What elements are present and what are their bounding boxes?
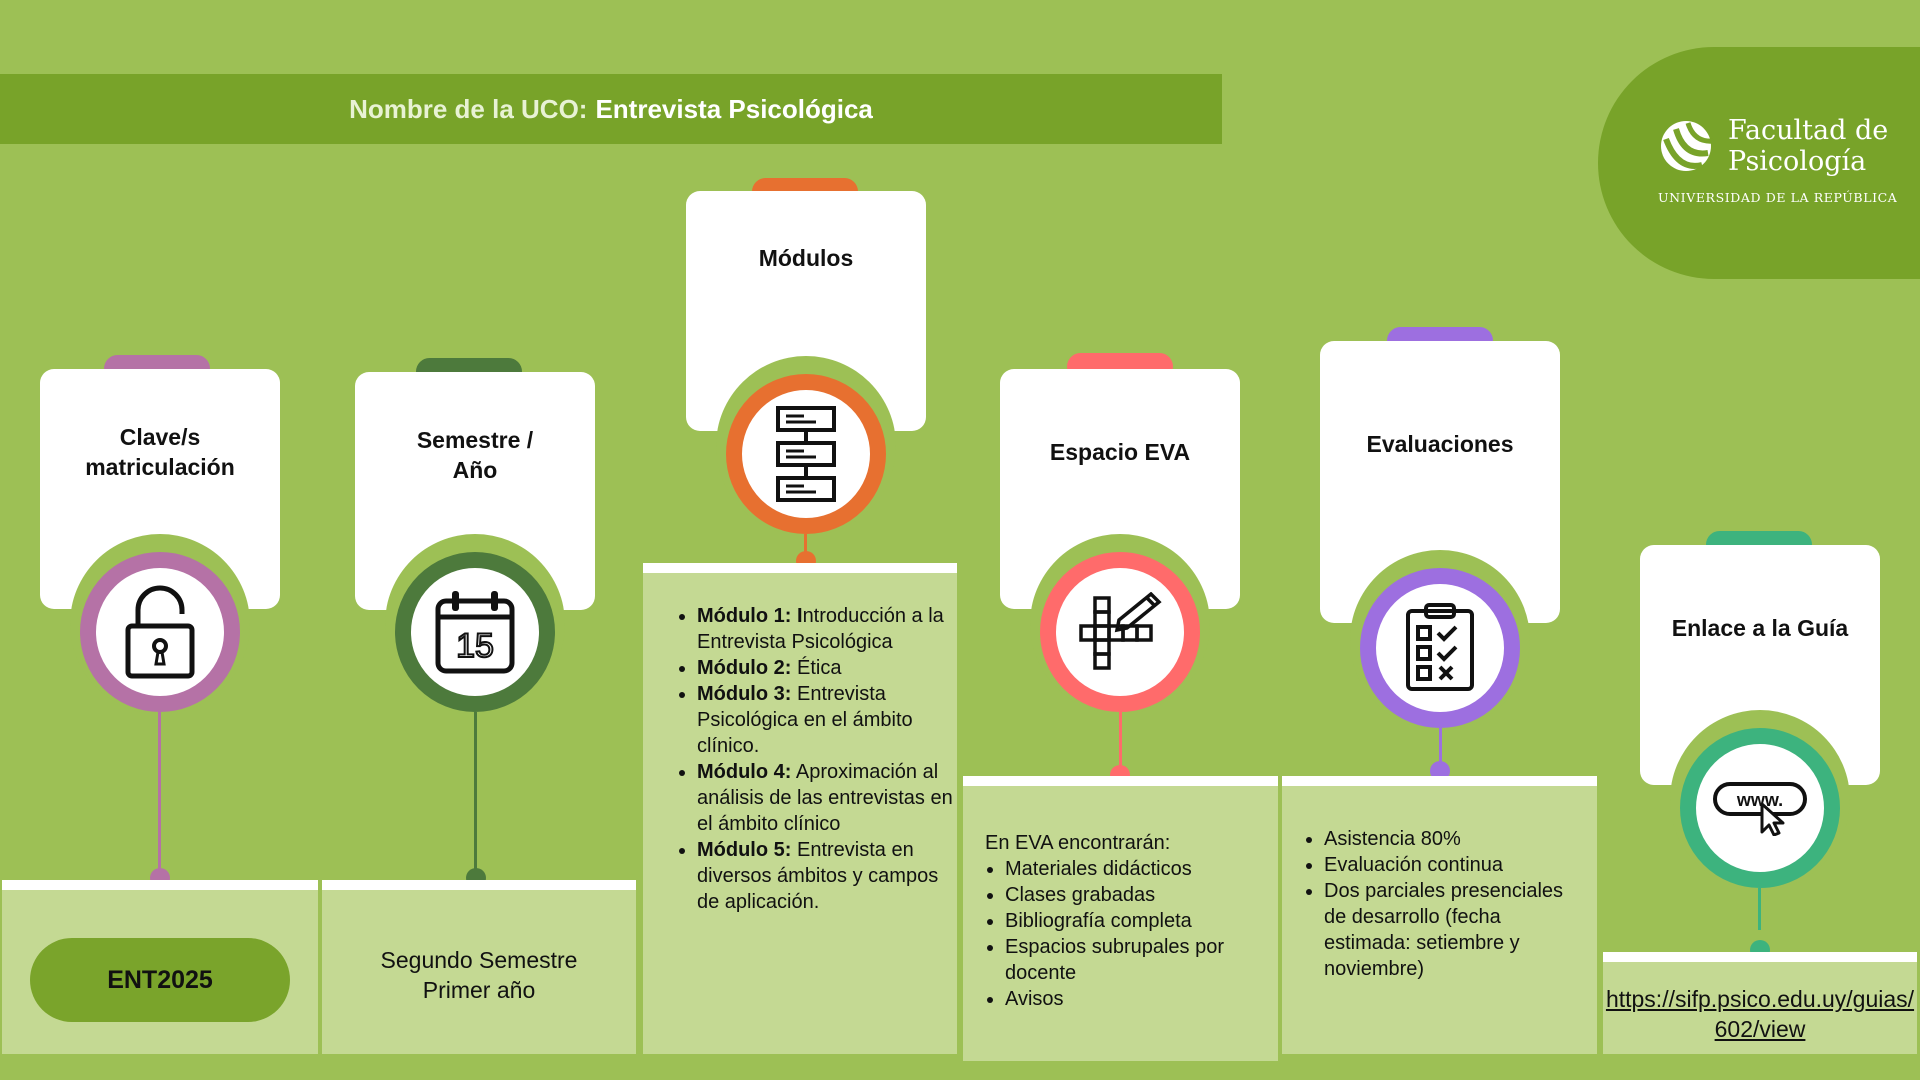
evaluaciones-list-item: Asistencia 80% xyxy=(1324,826,1574,852)
faculty-logo-line2: Psicología xyxy=(1728,146,1867,177)
semestre-value: Segundo Semestre Primer año xyxy=(322,945,636,1005)
evaluaciones-stem xyxy=(1439,728,1442,768)
modulo-label: Módulo 2: xyxy=(697,657,792,679)
evaluaciones-list-item: Dos parciales presenciales de desarrollo… xyxy=(1324,878,1574,982)
semestre-icon-ring: 15 xyxy=(395,552,555,712)
eva-content: En EVA encontrarán: Materiales didáctico… xyxy=(985,830,1265,1012)
modulo-item: Módulo 5: Entrevista en diversos ámbitos… xyxy=(697,837,953,915)
modulo-item: Módulo 3: Entrevista Psicológica en el á… xyxy=(697,681,953,759)
evaluaciones-list: Asistencia 80% Evaluación continua Dos p… xyxy=(1300,826,1574,982)
faculty-logo-name: Facultad de Psicología xyxy=(1728,115,1888,177)
enlace-stem xyxy=(1758,888,1761,930)
clave-code-pill: ENT2025 xyxy=(30,938,290,1022)
www-cursor-icon: www. xyxy=(1713,782,1807,836)
modulo-label: Módulo 3: xyxy=(697,683,792,705)
semestre-stem xyxy=(474,712,477,878)
evaluaciones-title: Evaluaciones xyxy=(1366,431,1514,457)
modulo-label: Módulo 1: xyxy=(697,605,792,627)
modulo-text: Entrevista Psicológica en el ámbito clín… xyxy=(697,683,913,757)
modulos-icon-ring xyxy=(726,374,886,534)
modulo-text: Ética xyxy=(797,657,842,679)
enlace-icon-ring: www. xyxy=(1680,728,1840,888)
eva-list-item: Materiales didácticos xyxy=(1005,856,1265,882)
faculty-logo-subtitle: UNIVERSIDAD DE LA REPÚBLICA xyxy=(1658,190,1898,205)
modulo-label: Módulo 5: xyxy=(697,839,792,861)
clave-stem xyxy=(158,712,161,878)
eva-intro: En EVA encontrarán: xyxy=(985,832,1171,854)
semestre-line2: Primer año xyxy=(422,977,536,1003)
eva-list-item: Avisos xyxy=(1005,986,1265,1012)
semestre-card: Semestre / Año xyxy=(355,372,595,610)
calendar-icon: 15 xyxy=(435,591,515,674)
modulo-item: Módulo 1: Introducción a la Entrevista P… xyxy=(697,603,953,655)
uco-title-label: Nombre de la UCO: xyxy=(349,93,588,124)
www-icon-text: www. xyxy=(1736,790,1783,810)
eva-panel: En EVA encontrarán: Materiales didáctico… xyxy=(963,776,1278,1061)
evaluaciones-list-item: Evaluación continua xyxy=(1324,852,1574,878)
uco-title-bar: Nombre de la UCO: Entrevista Psicológica xyxy=(0,74,1222,144)
semestre-title: Semestre / Año xyxy=(416,427,534,483)
modulo-text: Entrevista en diversos ámbitos y campos … xyxy=(697,839,939,913)
modulos-panel: Módulo 1: Introducción a la Entrevista P… xyxy=(643,563,957,1054)
crossword-pencil-icon xyxy=(1079,592,1162,670)
enlace-title: Enlace a la Guía xyxy=(1671,615,1849,641)
modulos-title: Módulos xyxy=(758,245,854,271)
enlace-panel: https://sifp.psico.edu.uy/guias/602/view xyxy=(1603,952,1917,1054)
modulo-bold-letter: I xyxy=(797,605,803,627)
eva-stem xyxy=(1119,712,1122,767)
modulos-stem xyxy=(804,534,807,554)
calendar-icon-number: 15 xyxy=(456,627,494,665)
eva-list-item: Espacios subrupales por docente xyxy=(1005,934,1265,986)
eva-list: Materiales didácticos Clases grabadas Bi… xyxy=(985,856,1265,1012)
semestre-line1: Segundo Semestre xyxy=(380,947,578,973)
uco-title-value: Entrevista Psicológica xyxy=(595,93,873,124)
evaluaciones-panel: Asistencia 80% Evaluación continua Dos p… xyxy=(1282,776,1597,1054)
semestre-panel: Segundo Semestre Primer año xyxy=(322,880,636,1054)
eva-title: Espacio EVA xyxy=(1049,439,1191,465)
modulo-text: ntroducción a la Entrevista Psicológica xyxy=(697,605,944,653)
checklist-icon xyxy=(1406,603,1474,691)
guide-link[interactable]: https://sifp.psico.edu.uy/guias/602/view xyxy=(1605,986,1915,1042)
modulo-item: Módulo 4: Aproximación al análisis de la… xyxy=(697,759,953,837)
clave-icon-ring xyxy=(80,552,240,712)
clave-title: Clave/s matriculación xyxy=(85,424,235,480)
clave-panel: ENT2025 xyxy=(2,880,318,1054)
flowchart-icon xyxy=(776,406,836,502)
modulos-list: Módulo 1: Introducción a la Entrevista P… xyxy=(673,603,953,915)
faculty-logo-icon xyxy=(1661,121,1715,171)
faculty-logo-line1: Facultad de xyxy=(1728,115,1889,146)
modulo-item: Módulo 2: Ética xyxy=(697,655,953,681)
eva-icon-ring xyxy=(1040,552,1200,712)
modulo-text: Aproximación al análisis de las entrevis… xyxy=(697,761,953,835)
eva-list-item: Bibliografía completa xyxy=(1005,908,1265,934)
padlock-icon xyxy=(125,585,195,679)
faculty-logo: Facultad de Psicología UNIVERSIDAD DE LA… xyxy=(1598,47,1920,279)
eva-list-item: Clases grabadas xyxy=(1005,882,1265,908)
modulo-label: Módulo 4: xyxy=(697,761,792,783)
evaluaciones-icon-ring xyxy=(1360,568,1520,728)
